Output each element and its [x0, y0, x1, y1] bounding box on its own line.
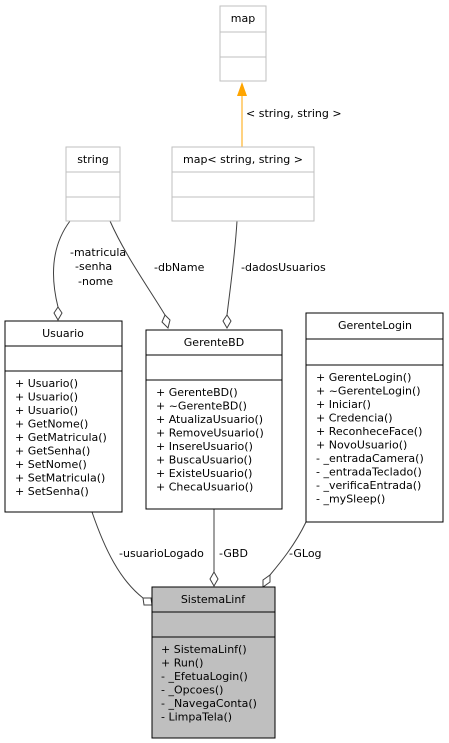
class-member: + RemoveUsuario(): [156, 427, 264, 440]
class-member: + GerenteBD(): [156, 386, 238, 399]
class-member: + ChecaUsuario(): [156, 481, 253, 494]
class-member: + Run(): [161, 657, 203, 670]
aggregation-edge-gerentebd-sistema: [209, 509, 219, 588]
class-box-usuario[interactable]: Usuario + Usuario()+ Usuario()+ Usuario(…: [4, 320, 123, 513]
class-member: + SistemaLinf(): [161, 643, 247, 656]
class-title-usuario: Usuario: [42, 327, 84, 340]
member-list-gerentebd: + GerenteBD()+ ~GerenteBD()+ AtualizaUsu…: [156, 386, 264, 494]
class-member: + GetMatricula(): [15, 431, 107, 444]
class-member: + Usuario(): [15, 391, 78, 404]
class-member: + ExisteUsuario(): [156, 467, 252, 480]
class-member: - _entradaTeclado(): [316, 466, 422, 479]
class-title-map-string-string: map< string, string >: [183, 153, 303, 166]
aggregation-diamond-icon: [161, 314, 171, 329]
aggregation-diamond-icon: [53, 306, 63, 322]
template-args-label: < string, string >: [246, 107, 342, 120]
class-title-string: string: [77, 153, 109, 166]
class-member: - _EfetuaLogin(): [161, 670, 248, 683]
class-member: + SetMatricula(): [15, 472, 105, 485]
class-member: - LimpaTela(): [161, 711, 232, 724]
class-member: + GetSenha(): [15, 445, 90, 458]
class-member: + GetNome(): [15, 418, 88, 431]
class-member: + BuscaUsuario(): [156, 454, 252, 467]
aggregation-edge-string-usuario: [53, 220, 71, 322]
edge-label-nome: -nome: [78, 275, 113, 288]
class-member: - _NavegaConta(): [161, 697, 257, 710]
class-member: - _verificaEntrada(): [316, 479, 421, 492]
edge-label-senha: -senha: [75, 260, 112, 273]
edge-label-dbname: -dbName: [154, 261, 205, 274]
edge-label-matricula: -matricula: [70, 246, 126, 259]
class-member: + Iniciar(): [316, 398, 371, 411]
class-box-string[interactable]: string: [65, 146, 121, 222]
aggregation-diamond-icon: [262, 574, 271, 588]
class-member: + InsereUsuario(): [156, 440, 253, 453]
edge-label-usuariologado: -usuarioLogado: [119, 547, 204, 560]
inheritance-arrowhead-icon: [237, 82, 247, 96]
class-member: + Usuario(): [15, 404, 78, 417]
edge-label-glog: -GLog: [289, 547, 322, 560]
member-list-usuario: + Usuario()+ Usuario()+ Usuario()+ GetNo…: [15, 377, 107, 498]
edge-label-dadosusuarios: -dadosUsuarios: [241, 261, 326, 274]
class-title-map: map: [231, 12, 255, 25]
class-box-sistemalinf[interactable]: SistemaLinf + SistemaLinf()+ Run()- _Efe…: [151, 586, 276, 739]
class-member: + ~GerenteLogin(): [316, 385, 421, 398]
template-instantiation-edge: [237, 82, 247, 147]
class-box-gerentelogin[interactable]: GerenteLogin + GerenteLogin()+ ~GerenteL…: [305, 312, 444, 523]
class-box-gerentebd[interactable]: GerenteBD + GerenteBD()+ ~GerenteBD()+ A…: [145, 329, 283, 510]
class-member: - _entradaCamera(): [316, 452, 424, 465]
class-member: + NovoUsuario(): [316, 439, 407, 452]
class-member: + Usuario(): [15, 377, 78, 390]
class-member: - _mySleep(): [316, 493, 385, 506]
class-member: + AtualizaUsuario(): [156, 413, 263, 426]
aggregation-edge-string-gerentebd: [109, 220, 171, 329]
class-title-sistemalinf: SistemaLinf: [181, 593, 246, 606]
member-list-gerentelogin: + GerenteLogin()+ ~GerenteLogin()+ Inici…: [316, 371, 424, 506]
class-member: + GerenteLogin(): [316, 371, 411, 384]
class-member: + ReconheceFace(): [316, 425, 422, 438]
class-member: - _Opcoes(): [161, 684, 223, 697]
class-member: + SetSenha(): [15, 485, 89, 498]
class-member: + ~GerenteBD(): [156, 400, 247, 413]
class-box-map[interactable]: map: [219, 5, 267, 82]
aggregation-diamond-icon: [209, 570, 219, 588]
class-member: + Credencia(): [316, 412, 393, 425]
aggregation-diamond-icon: [222, 314, 232, 330]
aggregation-edge-map-gerentebd: [222, 220, 238, 330]
class-box-map-string-string[interactable]: map< string, string >: [171, 146, 315, 222]
edge-label-gbd: -GBD: [219, 547, 248, 560]
class-title-gerentebd: GerenteBD: [184, 336, 244, 349]
class-title-gerentelogin: GerenteLogin: [338, 319, 412, 332]
member-list-sistemalinf: + SistemaLinf()+ Run()- _EfetuaLogin()- …: [161, 643, 257, 724]
class-member: + SetNome(): [15, 458, 87, 471]
aggregation-diamond-icon: [142, 597, 153, 606]
